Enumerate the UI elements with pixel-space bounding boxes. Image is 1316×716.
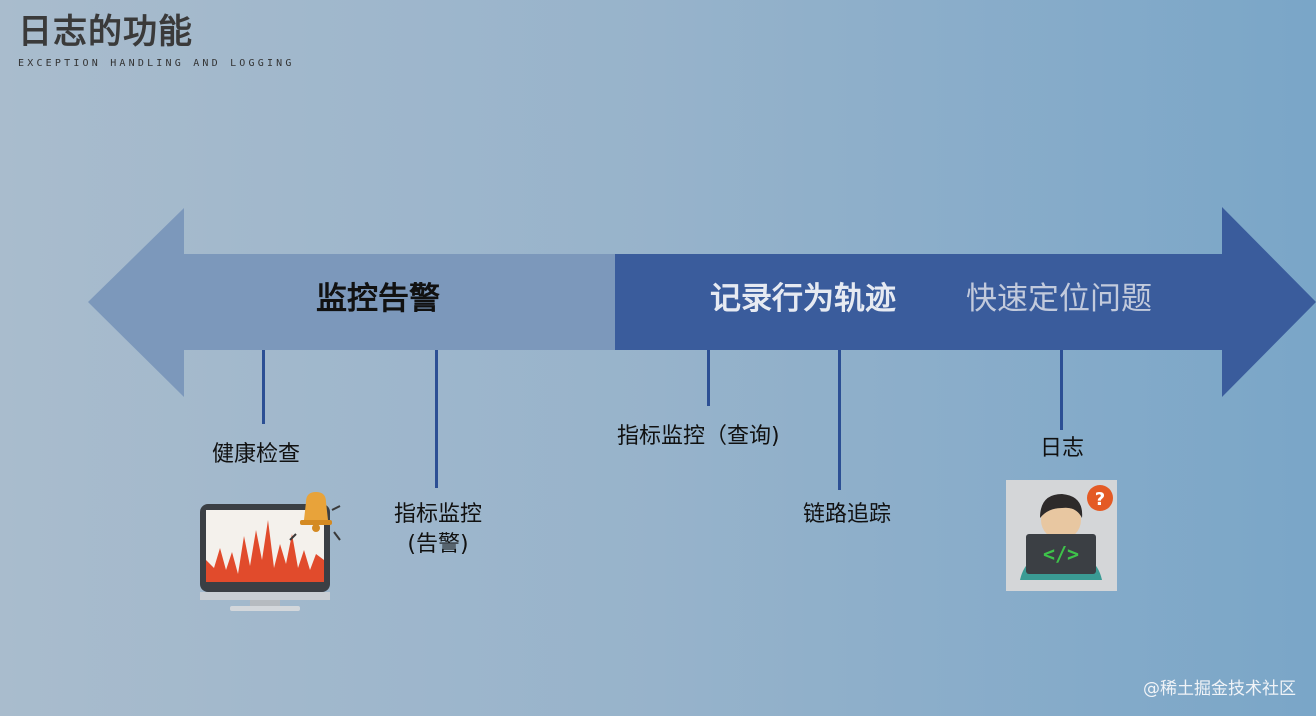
developer-question-icon: </> ? <box>1006 480 1117 591</box>
monitor-alert-icon <box>200 492 341 611</box>
tick-tracing <box>838 350 841 490</box>
page-subtitle: EXCEPTION HANDLING AND LOGGING <box>18 58 295 69</box>
label-record-behavior: 记录行为轨迹 <box>710 281 896 317</box>
label-locate-problem: 快速定位问题 <box>966 281 1152 317</box>
label-tracing: 链路追踪 <box>803 502 892 527</box>
label-metrics-query: 指标监控（查询) <box>617 424 780 449</box>
label-metrics-alert-line2: (告警) <box>407 531 469 557</box>
svg-text:</>: </> <box>1043 542 1079 566</box>
tick-metrics-alert <box>435 350 438 488</box>
label-logs: 日志 <box>1040 436 1085 461</box>
page-title: 日志的功能 <box>18 12 193 52</box>
tick-logs <box>1060 350 1063 430</box>
label-metrics-alert-line1: 指标监控 <box>393 502 482 527</box>
svg-text:?: ? <box>1095 489 1105 510</box>
label-metrics-alert: 指标监控 (告警) <box>388 500 488 559</box>
arrow-right-section <box>615 207 1316 397</box>
arrow-left-section <box>88 208 615 397</box>
label-health-check: 健康检查 <box>212 442 301 467</box>
watermark: @稀土掘金技术社区 <box>1143 679 1296 699</box>
tick-metrics-query <box>707 350 710 406</box>
tick-health-check <box>262 350 265 424</box>
label-monitor-alert: 监控告警 <box>316 281 440 317</box>
